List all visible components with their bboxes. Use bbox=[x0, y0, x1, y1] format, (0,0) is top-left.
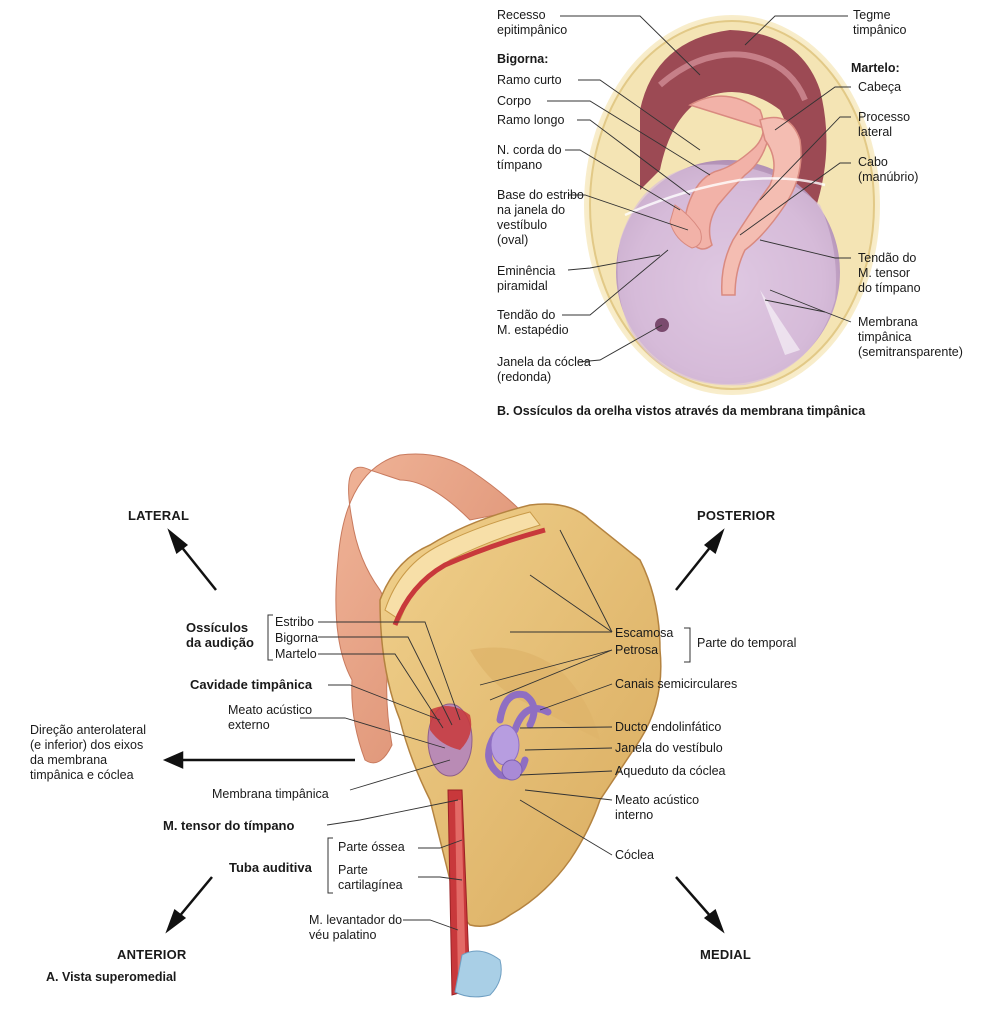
label-ramo-curto: Ramo curto bbox=[497, 73, 562, 87]
label-ducto-endolinfatico: Ducto endolinfático bbox=[615, 720, 722, 734]
label-cavidade-timpanica: Cavidade timpânica bbox=[190, 677, 313, 692]
label-tuba-auditiva: Tuba auditiva bbox=[229, 860, 312, 875]
label-escamosa: Escamosa bbox=[615, 626, 674, 640]
label-bigorna: Bigorna bbox=[275, 631, 319, 645]
label-martelo-title: Martelo: bbox=[851, 61, 900, 75]
direction-anterior: ANTERIOR bbox=[117, 947, 187, 962]
label-bigorna-title: Bigorna: bbox=[497, 52, 549, 66]
label-cabo-manubrio: Cabo(manúbrio) bbox=[858, 155, 919, 184]
label-membrana-a: Membrana timpânica bbox=[212, 787, 329, 801]
label-coclea: Cóclea bbox=[615, 848, 654, 862]
panel-a-illustration bbox=[162, 453, 725, 998]
direction-lateral: LATERAL bbox=[128, 508, 190, 523]
label-martelo: Martelo bbox=[275, 647, 317, 661]
label-direcao-eixos: Direção anterolateral(e inferior) dos ei… bbox=[30, 723, 147, 782]
label-janela-coclea: Janela da cóclea(redonda) bbox=[497, 355, 591, 384]
label-aqueduto-coclea: Aqueduto da cóclea bbox=[615, 764, 726, 778]
label-ramo-longo: Ramo longo bbox=[497, 113, 565, 127]
caption-panel-b: B. Ossículos da orelha vistos através da… bbox=[497, 404, 866, 418]
caption-panel-a: A. Vista superomedial bbox=[46, 970, 177, 984]
direction-posterior: POSTERIOR bbox=[697, 508, 776, 523]
label-tensor-timpano: M. tensor do tímpano bbox=[163, 818, 295, 833]
label-petrosa: Petrosa bbox=[615, 643, 659, 657]
panel-b-illustration bbox=[547, 15, 880, 395]
label-estribo: Estribo bbox=[275, 615, 314, 629]
direction-medial: MEDIAL bbox=[700, 947, 752, 962]
label-cabeca: Cabeça bbox=[858, 80, 902, 94]
label-parte-temporal: Parte do temporal bbox=[697, 636, 797, 650]
label-corpo: Corpo bbox=[497, 94, 532, 108]
label-parte-ossea: Parte óssea bbox=[338, 840, 405, 854]
label-canais-semicirculares: Canais semicirculares bbox=[615, 677, 738, 691]
label-janela-vestibulo: Janela do vestíbulo bbox=[615, 741, 723, 755]
